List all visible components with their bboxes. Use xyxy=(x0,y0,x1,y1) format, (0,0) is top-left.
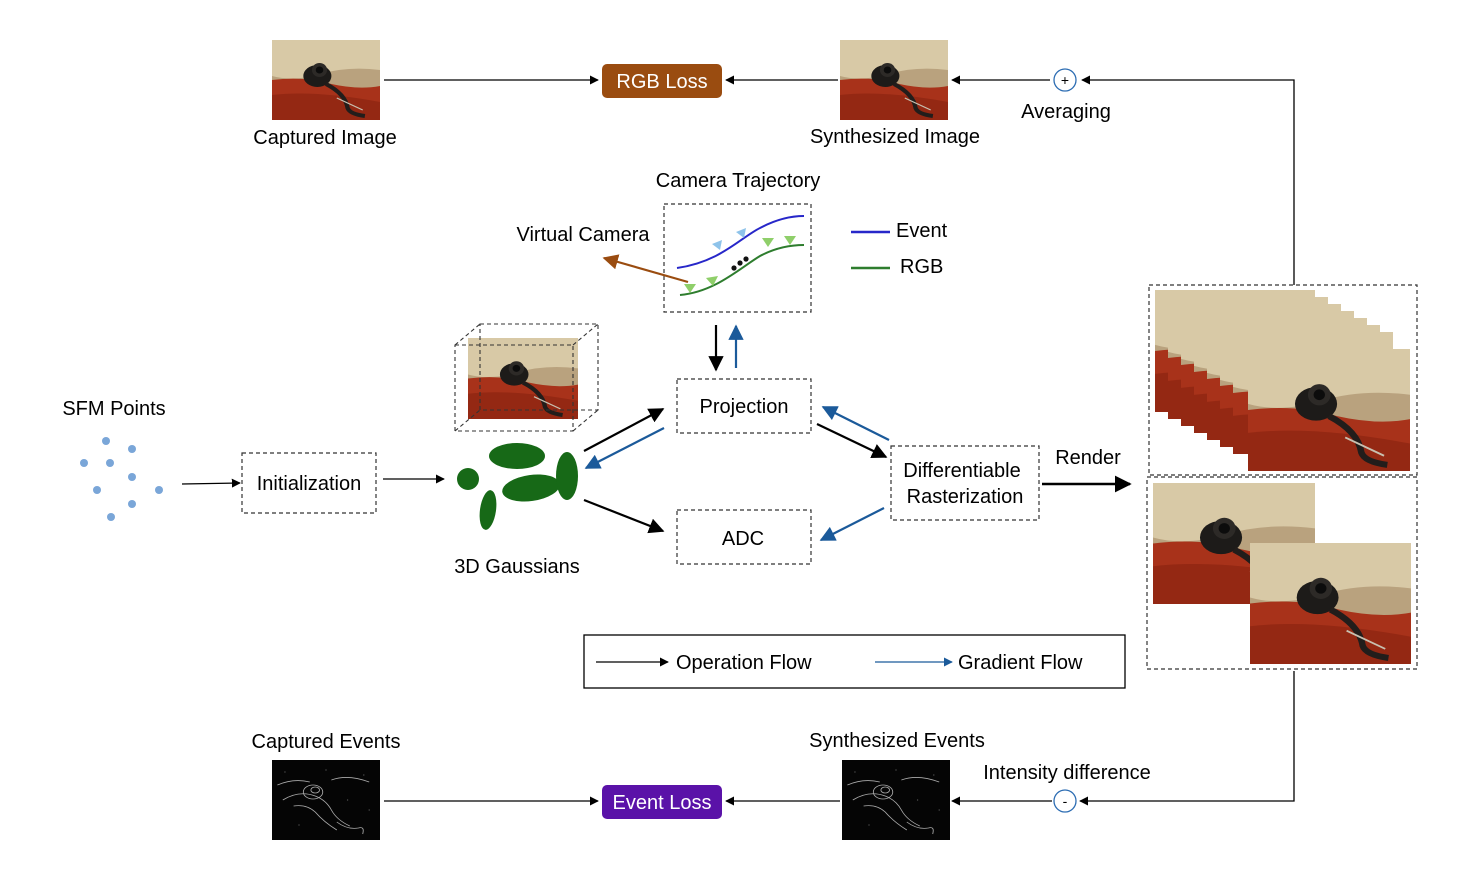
rasterization-label-line2: Rasterization xyxy=(907,486,1024,508)
sfm-to-init-arrow xyxy=(181,478,241,488)
intensity-difference-minus-node: - xyxy=(1053,789,1077,813)
rgb-camera-marker xyxy=(762,238,774,247)
sfm-point-cloud xyxy=(80,437,163,521)
projection-label: Projection xyxy=(700,396,789,418)
rasterization-to-adc-gradient-arrow xyxy=(819,507,885,541)
synthesized-events-label: Synthesized Events xyxy=(809,730,985,752)
render-stack-to-intensity-diff-arrow xyxy=(1079,671,1295,806)
flow-legend: Operation Flow Gradient Flow xyxy=(583,634,1126,689)
averaging-plus-node: + xyxy=(1053,68,1077,92)
render-stack-to-averaging-arrow xyxy=(1081,75,1295,285)
gaussians-to-projection-arrow xyxy=(583,408,665,452)
rendered-frame-stack-rgb xyxy=(1148,284,1418,476)
captured-events-label: Captured Events xyxy=(252,731,401,753)
trajectory-legend: Event RGB xyxy=(851,220,948,278)
gaussian-ellipsoids xyxy=(457,443,578,530)
initialization-label: Initialization xyxy=(257,473,362,495)
camera-trajectory-title: Camera Trajectory xyxy=(656,170,821,192)
rgb-camera-marker xyxy=(684,284,696,293)
synthesized-image-thumbnail xyxy=(840,40,948,120)
rasterization-label-line1: Differentiable xyxy=(903,460,1020,482)
virtual-camera-label: Virtual Camera xyxy=(516,224,650,246)
event-camera-marker xyxy=(712,240,722,250)
event-loss-label: Event Loss xyxy=(613,792,712,814)
camera-trajectory-box xyxy=(663,203,812,313)
event-trajectory-curve xyxy=(676,215,805,269)
projection-to-gaussians-gradient-arrow xyxy=(584,427,665,469)
flow-legend-gradient: Gradient Flow xyxy=(958,652,1083,674)
adc-label: ADC xyxy=(722,528,764,550)
flow-legend-operation: Operation Flow xyxy=(676,652,812,674)
rgb-camera-marker xyxy=(784,236,796,245)
event-loss-box: Event Loss xyxy=(602,785,722,819)
rasterization-box: Differentiable Rasterization xyxy=(890,445,1040,521)
rgb-trajectory-curve xyxy=(679,244,805,296)
averaging-label: Averaging xyxy=(1021,101,1111,123)
minus-symbol: - xyxy=(1063,793,1068,809)
plus-symbol: + xyxy=(1061,72,1069,88)
captured-image-label: Captured Image xyxy=(253,127,396,149)
render-label: Render xyxy=(1055,447,1121,469)
intensity-difference-label: Intensity difference xyxy=(983,762,1151,784)
rasterization-to-projection-gradient-arrow xyxy=(821,406,890,441)
rendered-frame-stack-events xyxy=(1146,476,1418,670)
gaussians-to-adc-arrow xyxy=(583,498,665,534)
rgb-camera-marker xyxy=(706,276,718,286)
gaussians-label: 3D Gaussians xyxy=(454,556,580,578)
event-camera-marker xyxy=(736,228,746,238)
trajectory-legend-event: Event xyxy=(896,220,948,242)
sfm-points-label: SFM Points xyxy=(62,398,165,420)
captured-image-thumbnail xyxy=(272,40,380,120)
synthesized-events-thumbnail xyxy=(842,760,950,840)
virtual-camera-arrow xyxy=(602,254,689,284)
initialization-box: Initialization xyxy=(241,452,377,514)
trajectory-legend-rgb: RGB xyxy=(900,256,943,278)
ellipsis-dots xyxy=(731,256,749,271)
gaussian-scene-cube xyxy=(454,323,599,432)
projection-to-rasterization-arrow xyxy=(816,423,888,458)
synthesized-image-label: Synthesized Image xyxy=(810,126,980,148)
projection-box: Projection xyxy=(676,378,812,434)
rgb-loss-label: RGB Loss xyxy=(616,71,707,93)
adc-box: ADC xyxy=(676,509,812,565)
rgb-loss-box: RGB Loss xyxy=(602,64,722,98)
captured-events-thumbnail xyxy=(272,760,380,840)
